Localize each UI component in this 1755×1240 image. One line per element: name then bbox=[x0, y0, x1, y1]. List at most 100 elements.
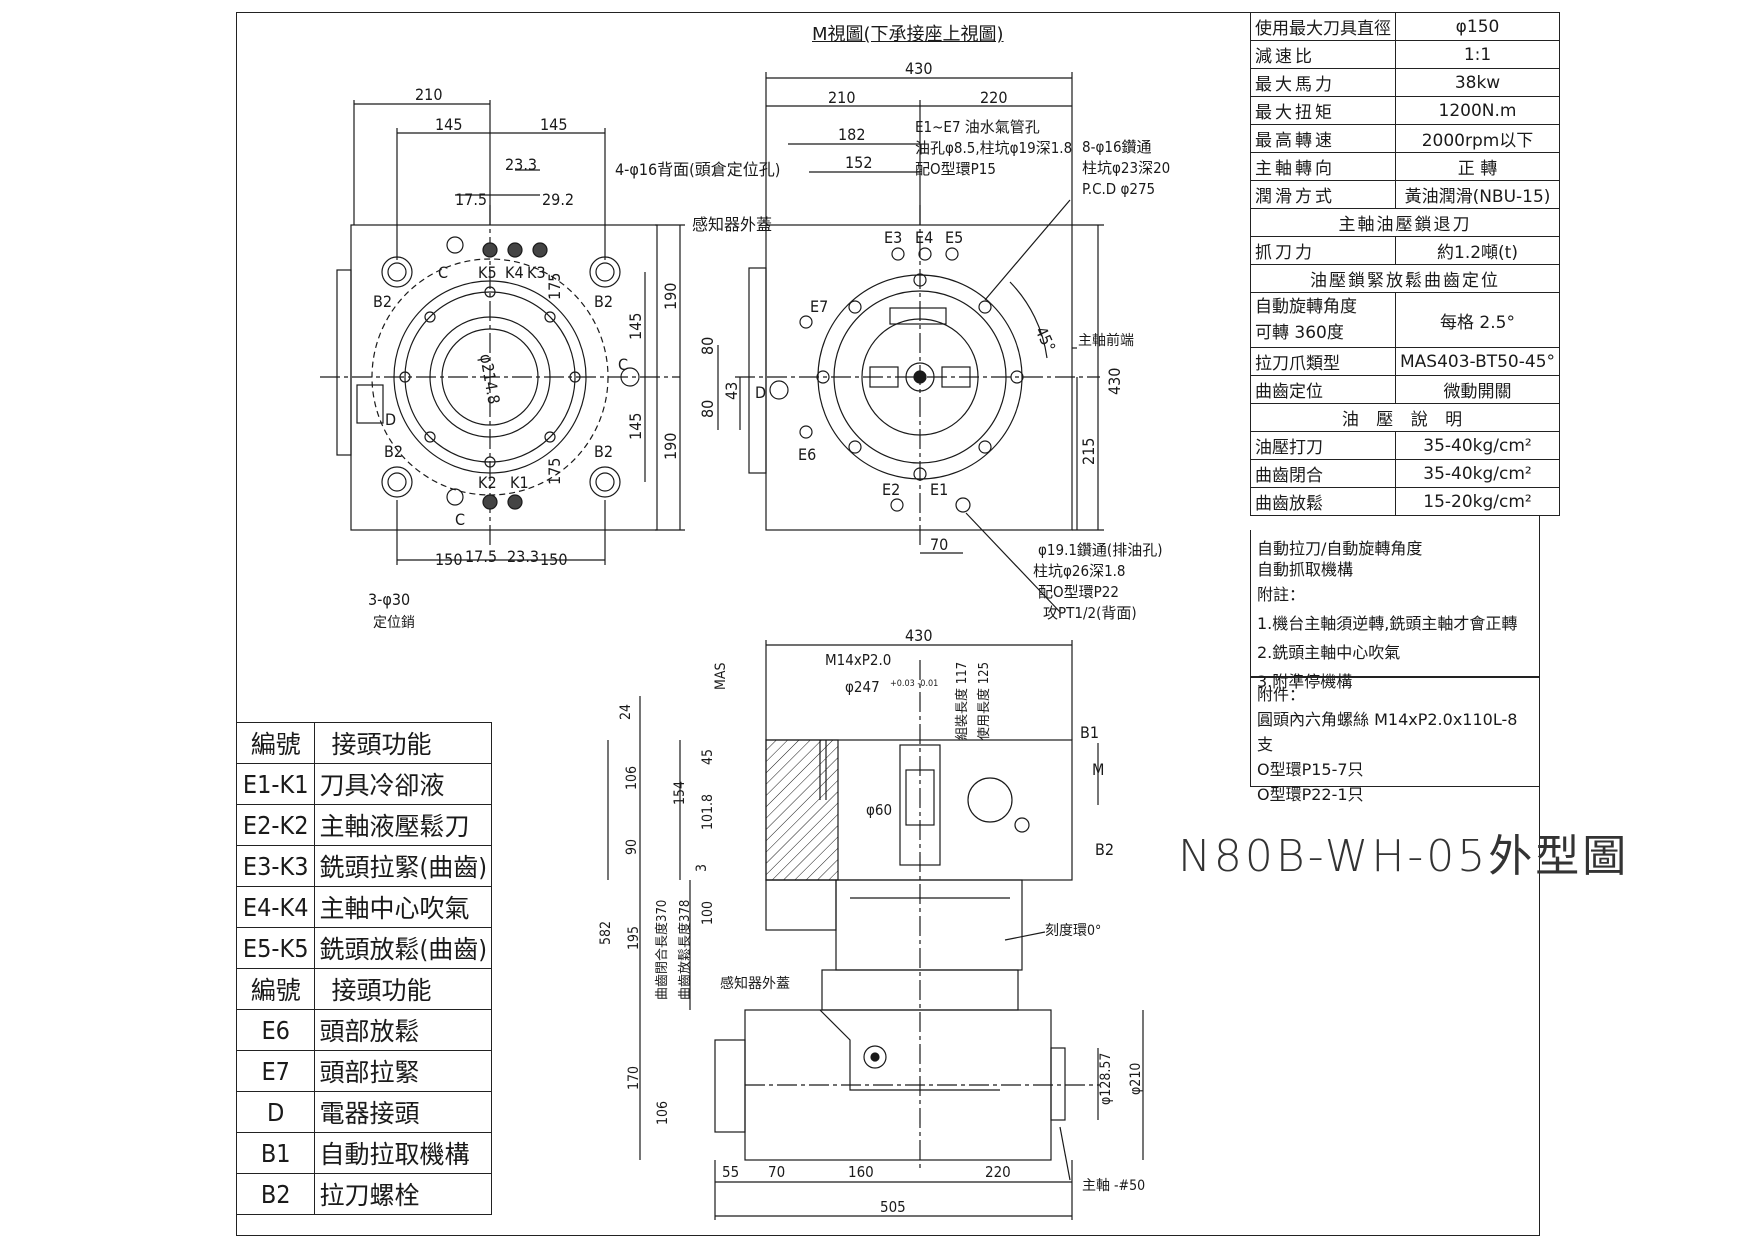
pin-note-2: 定位銷 bbox=[373, 615, 415, 631]
sensor-box bbox=[765, 879, 837, 931]
spec-section-header: 油壓鎖緊放鬆曲齒定位 bbox=[1249, 264, 1561, 293]
legend-code: E2-K2 bbox=[235, 804, 316, 846]
drain-note-3: 配O型環P22 bbox=[1038, 583, 1119, 601]
bore-inner bbox=[441, 328, 539, 426]
dim-100: 100 bbox=[700, 901, 716, 925]
sensor-cover-label: 感知器外蓋 bbox=[692, 215, 772, 234]
top-view-right bbox=[717, 72, 1104, 613]
spec-key: 最大馬力 bbox=[1250, 68, 1396, 97]
spec-key: 最大扭矩 bbox=[1250, 96, 1396, 125]
dim-190-a: 190 bbox=[661, 283, 680, 310]
spec-row: 主軸轉向正 轉 bbox=[1250, 152, 1561, 181]
left-side-boss bbox=[336, 269, 352, 456]
legend-func: 電器接頭 bbox=[314, 1091, 492, 1133]
k3-label: K3 bbox=[527, 263, 546, 282]
legend-func: 刀具冷卻液 bbox=[314, 763, 492, 805]
c-label-top: C bbox=[438, 263, 448, 282]
dim-106: 106 bbox=[624, 766, 640, 790]
legend-code: E5-K5 bbox=[235, 927, 316, 969]
dim-23-3: 23.3 bbox=[505, 155, 537, 174]
e1-label: E1 bbox=[930, 480, 948, 499]
note-3: 3.附準停機構 bbox=[1257, 672, 1353, 691]
rotation-key: 自動旋轉角度 可轉 360度 bbox=[1250, 292, 1396, 348]
spec-value: 1200N.m bbox=[1394, 96, 1561, 125]
dim-90: 90 bbox=[624, 839, 640, 855]
dim-70: 70 bbox=[930, 535, 948, 554]
spec-value: 2000rpm以下 bbox=[1394, 124, 1561, 153]
e-ports bbox=[799, 247, 971, 513]
e-port-note-3: 配O型環P15 bbox=[915, 160, 996, 178]
dim-145-v-a: 145 bbox=[626, 313, 645, 340]
legend-code: E6 bbox=[235, 1009, 316, 1051]
legend-header-code: 編號 bbox=[235, 722, 316, 764]
connector-d-circle bbox=[769, 380, 789, 400]
side-view bbox=[607, 640, 1144, 1220]
locating-pins bbox=[446, 236, 640, 506]
dim-182: 182 bbox=[838, 125, 865, 144]
dim-190-b: 190 bbox=[661, 433, 680, 460]
clamp-force-key: 抓刀力 bbox=[1250, 236, 1396, 265]
phi-214-8: φ214.8 bbox=[476, 352, 504, 405]
note-2: 2.銑頭主軸中心吹氣 bbox=[1257, 643, 1401, 662]
pin-note: 3-φ30 bbox=[368, 590, 410, 609]
pcd-holes bbox=[816, 273, 1024, 481]
model-title: N80B-WH-05外型圖 bbox=[1178, 831, 1630, 882]
dim-3: 3 bbox=[694, 864, 710, 872]
dim-170: 170 bbox=[626, 1066, 642, 1090]
dim-505: 505 bbox=[880, 1198, 906, 1216]
curvic-closed-length: 曲齒閉合長度370 bbox=[654, 900, 670, 1000]
notes-line-1: 自動拉刀/自動旋轉角度 bbox=[1257, 539, 1423, 558]
dim-195: 195 bbox=[626, 926, 642, 950]
legend-code: D bbox=[235, 1091, 316, 1133]
mas-label: MAS bbox=[713, 663, 729, 690]
spec-row: 潤滑方式黃油潤滑(NBU-15) bbox=[1250, 180, 1561, 209]
top-view-left bbox=[320, 100, 685, 565]
e3-label: E3 bbox=[884, 228, 902, 247]
pcd-leader bbox=[984, 199, 1071, 301]
spec-header-curvic: 油壓鎖緊放鬆曲齒定位 bbox=[1249, 264, 1561, 293]
scale-ring-body bbox=[835, 879, 1023, 971]
spec-section-header: 油 壓 說 明 bbox=[1249, 403, 1561, 432]
dim-150-b: 150 bbox=[540, 550, 567, 569]
pull-stud-key: 拉刀爪類型 bbox=[1250, 347, 1396, 376]
spec-key: 最高轉速 bbox=[1250, 124, 1396, 153]
d-label-left: D bbox=[385, 410, 396, 429]
drain-note-4: 攻PT1/2(背面) bbox=[1043, 604, 1137, 622]
curvic-release-length: 曲齒放鬆長度378 bbox=[677, 900, 693, 1000]
flange-outer bbox=[817, 274, 1023, 480]
c-label-bottom: C bbox=[455, 510, 465, 529]
spindle-front-label: 主軸前端 bbox=[1078, 332, 1134, 349]
drain-note-1: φ19.1鑽通(排油孔) bbox=[1038, 541, 1162, 559]
dim-145-v-b: 145 bbox=[626, 413, 645, 440]
b2-label-br: B2 bbox=[594, 442, 613, 461]
hydraulic-key: 曲齒閉合 bbox=[1250, 459, 1396, 488]
e2-label: E2 bbox=[882, 480, 900, 499]
electrical-connector-d bbox=[356, 384, 384, 424]
spec-key: 減速比 bbox=[1250, 40, 1396, 69]
scale-ring-label: 刻度環0° bbox=[1045, 923, 1101, 939]
rotation-value: 每格 2.5° bbox=[1394, 292, 1561, 348]
b1-mechanism bbox=[967, 777, 1013, 823]
dim-45: 45 bbox=[700, 749, 716, 765]
angle-arc bbox=[1009, 281, 1048, 359]
k-ports-top bbox=[482, 242, 548, 510]
dim-24: 24 bbox=[618, 704, 634, 720]
notes-heading: 附註： bbox=[1257, 585, 1306, 604]
e-port-note-2: 油孔φ8.5,柱坑φ19深1.8 bbox=[915, 139, 1072, 157]
note-1: 1.機台主軸須逆轉,銑頭主軸才會正轉 bbox=[1257, 614, 1518, 633]
notes-box: 自動拉刀/自動旋轉角度 自動抓取機構 附註： 1.機台主軸須逆轉,銑頭主軸才會正… bbox=[1250, 530, 1540, 691]
dim-220: 220 bbox=[980, 88, 1007, 107]
legend-header: 編號接頭功能 bbox=[235, 968, 492, 1010]
